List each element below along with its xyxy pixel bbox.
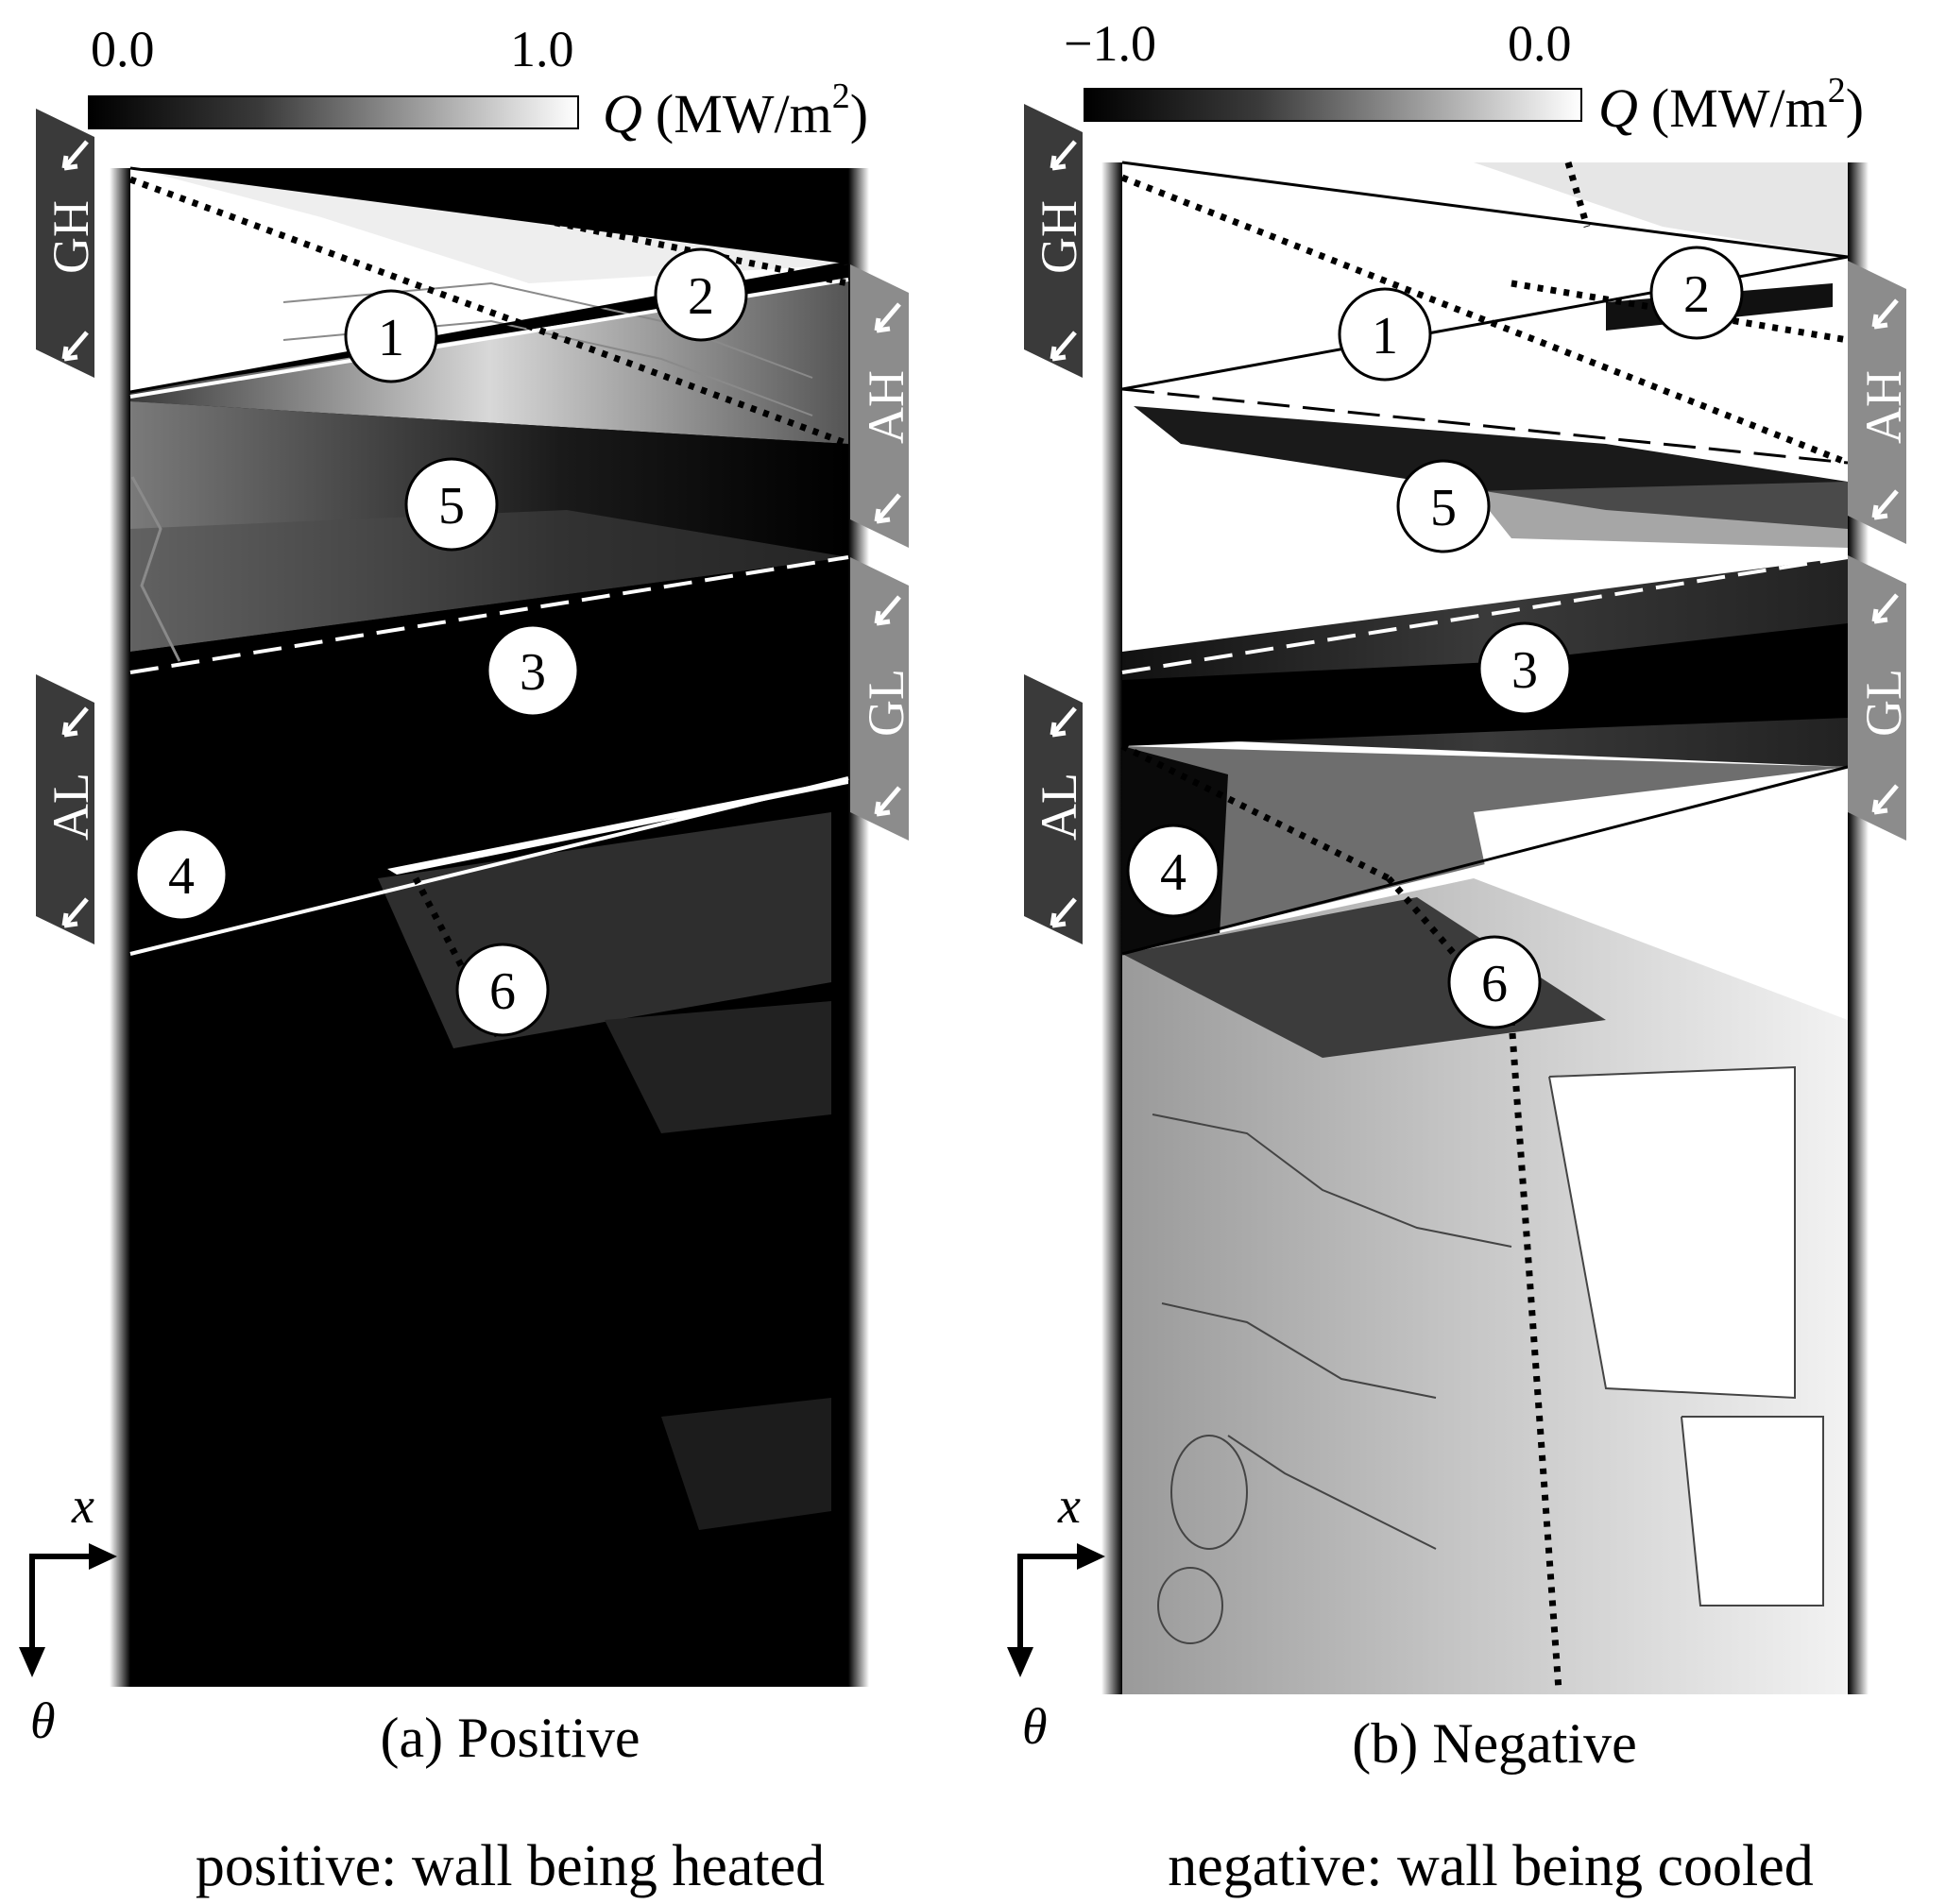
shock-lines-b <box>1120 161 1850 1692</box>
svg-text:GL: GL <box>1855 669 1912 737</box>
marker-a-4: 4 <box>134 827 229 922</box>
svg-text:5: 5 <box>438 477 465 536</box>
marker-a-5: 5 <box>404 457 499 552</box>
marker-b-5: 5 <box>1396 459 1491 553</box>
svg-text:1: 1 <box>378 309 404 367</box>
svg-text:6: 6 <box>489 962 516 1021</box>
colorbar-a-min: 0.0 <box>91 21 155 77</box>
svg-text:2: 2 <box>688 267 714 326</box>
tag-a-al: AL <box>36 674 99 944</box>
axes-b: x θ <box>1007 1477 1105 1755</box>
svg-text:GH: GH <box>1031 200 1087 274</box>
wall-right-a <box>848 168 869 1687</box>
tag-b-al: AL <box>1024 674 1087 944</box>
markers-b: 1 2 3 4 5 6 <box>1126 246 1744 1029</box>
markers-a: 1 2 3 4 5 6 <box>134 247 748 1037</box>
svg-text:GL: GL <box>858 669 914 737</box>
svg-text:3: 3 <box>1511 641 1538 700</box>
caption-a: (a) Positive <box>381 1707 640 1769</box>
svg-text:4: 4 <box>1160 843 1186 902</box>
colorbar-b-gradient <box>1084 88 1582 122</box>
caption-b: (b) Negative <box>1352 1712 1637 1775</box>
tag-b-gl: GL <box>1848 555 1912 841</box>
marker-b-1: 1 <box>1338 287 1432 382</box>
svg-text:θ: θ <box>1022 1698 1048 1755</box>
marker-b-6: 6 <box>1447 935 1542 1029</box>
svg-text:4: 4 <box>168 847 195 906</box>
marker-b-2: 2 <box>1649 246 1744 340</box>
axes-a: x θ <box>19 1477 117 1749</box>
svg-text:x: x <box>71 1477 94 1534</box>
tag-a-ah: AH <box>850 264 914 548</box>
svg-text:1: 1 <box>1372 307 1398 366</box>
marker-b-4: 4 <box>1126 824 1221 918</box>
colorbar-b-min: −1.0 <box>1064 15 1156 72</box>
colorbar-a-max: 1.0 <box>510 21 574 77</box>
svg-text:GH: GH <box>43 200 99 274</box>
svg-text:x: x <box>1057 1477 1081 1534</box>
wall-left-a <box>110 168 130 1687</box>
wall-right-b <box>1848 162 1869 1694</box>
tag-a-gh: GH <box>36 109 99 378</box>
colorbar-b-max: 0.0 <box>1508 15 1572 72</box>
svg-text:AL: AL <box>1031 773 1087 841</box>
svg-text:5: 5 <box>1430 479 1457 537</box>
tag-a-gl: GL <box>850 557 914 841</box>
svg-text:AH: AH <box>858 370 914 444</box>
colorbar-b: −1.0 0.0 Q(MW/m2) <box>1064 15 1864 139</box>
field-b <box>1122 162 1848 1694</box>
tag-b-ah: AH <box>1848 261 1912 544</box>
panel-b: −1.0 0.0 Q(MW/m2) <box>1007 15 1912 1898</box>
marker-a-1: 1 <box>344 289 438 383</box>
colorbar-a-unit: Q(MW/m2) <box>603 76 868 144</box>
marker-a-2: 2 <box>654 247 748 342</box>
marker-b-3: 3 <box>1477 621 1572 716</box>
panel-a: 0.0 1.0 Q(MW/m2) <box>19 21 914 1898</box>
tag-b-gh: GH <box>1024 104 1087 378</box>
note-a: positive: wall being heated <box>196 1834 825 1898</box>
svg-text:AH: AH <box>1855 370 1912 444</box>
svg-text:2: 2 <box>1683 265 1710 324</box>
svg-text:3: 3 <box>520 643 546 702</box>
wall-left-b <box>1101 162 1122 1694</box>
colorbar-b-unit: Q(MW/m2) <box>1598 71 1864 139</box>
marker-a-3: 3 <box>486 623 580 718</box>
note-b: negative: wall being cooled <box>1168 1834 1813 1898</box>
svg-text:6: 6 <box>1481 955 1508 1013</box>
marker-a-6: 6 <box>455 943 550 1037</box>
colorbar-a-gradient <box>88 95 579 129</box>
svg-text:AL: AL <box>43 773 99 841</box>
svg-text:θ: θ <box>30 1692 56 1749</box>
colorbar-a: 0.0 1.0 Q(MW/m2) <box>88 21 868 144</box>
